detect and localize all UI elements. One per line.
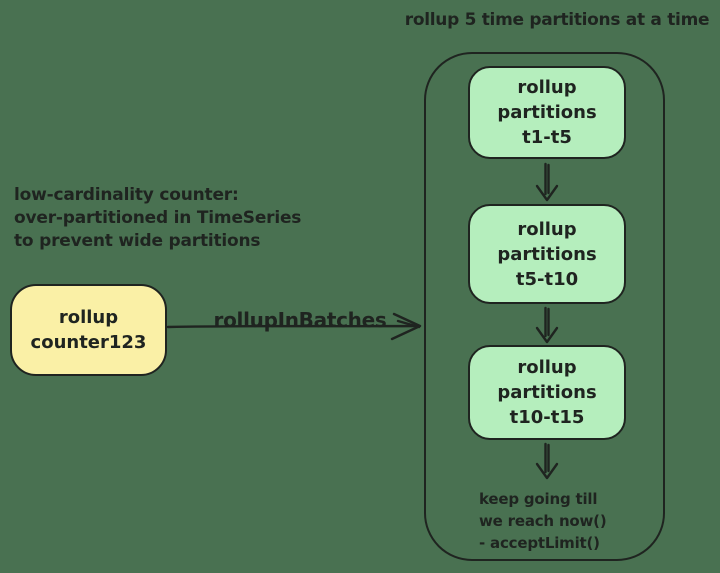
batch-node-label: rollup bbox=[517, 218, 577, 240]
batch-node-label: partitions bbox=[497, 382, 597, 403]
batch-loop-container bbox=[424, 52, 665, 561]
batch-node-label: t10-t15 bbox=[509, 407, 585, 428]
annotation-line: to prevent wide partitions bbox=[14, 231, 261, 251]
loop-exit-note-line: we reach now() bbox=[479, 512, 607, 530]
diagram-title: rollup 5 time partitions at a time bbox=[404, 10, 710, 30]
annotation-line: low-cardinality counter: bbox=[14, 185, 239, 205]
batch-node-label: partitions bbox=[497, 243, 597, 265]
loop-exit-note: keep going till we reach now() - acceptL… bbox=[479, 488, 649, 554]
batch-node-label: rollup bbox=[517, 357, 577, 378]
batch-node-label: t5-t10 bbox=[515, 268, 579, 290]
batch-node-t1-t5: rollup partitions t1-t5 bbox=[468, 66, 626, 159]
batch-node-label: rollup bbox=[517, 77, 577, 98]
arrow-label: rollupInBatches bbox=[213, 308, 387, 332]
batch-node-t10-t15: rollup partitions t10-t15 bbox=[468, 345, 626, 440]
loop-exit-note-line: - acceptLimit() bbox=[479, 534, 600, 552]
counter-node-label: counter123 bbox=[30, 332, 147, 353]
counter-node-label: rollup bbox=[58, 307, 119, 328]
batch-node-t5-t10: rollup partitions t5-t10 bbox=[468, 204, 626, 304]
annotation-line: over-partitioned in TimeSeries bbox=[14, 208, 302, 228]
batch-node-label: t1-t5 bbox=[522, 127, 572, 148]
loop-exit-note-line: keep going till bbox=[479, 490, 598, 508]
batch-node-label: partitions bbox=[497, 102, 597, 123]
counter-annotation: low-cardinality counter: over-partitione… bbox=[14, 184, 324, 253]
counter-node: rollup counter123 bbox=[10, 284, 167, 376]
